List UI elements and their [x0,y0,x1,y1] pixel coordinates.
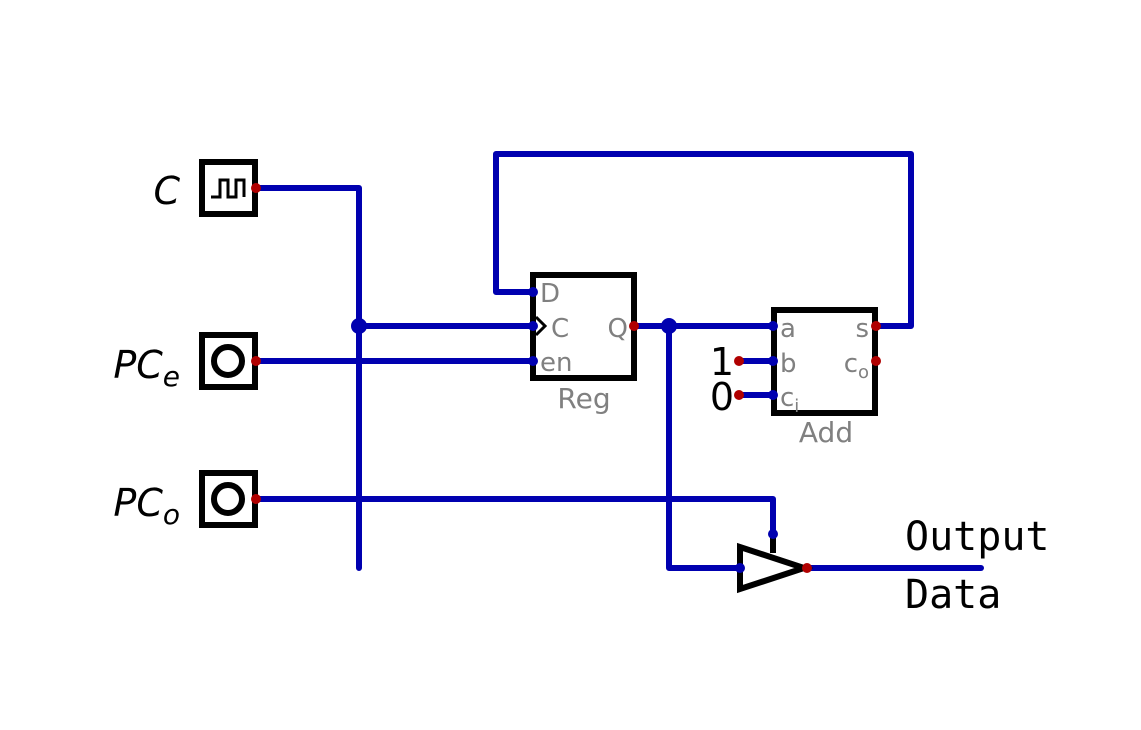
adder-b-label: b [780,349,797,379]
output-label-line1: Output [905,514,1050,560]
pc-enable-output-pin[interactable] [251,356,261,366]
adder-co-label: co [844,349,869,383]
pc-output-label: PCo [113,481,180,531]
register-q-pin[interactable] [629,321,639,331]
adder-label: Add [799,416,853,449]
button-icon [211,344,245,378]
register-q-label: Q [608,314,628,344]
adder-a-label: a [780,314,796,344]
clock-input[interactable] [199,159,261,217]
clock-output-pin[interactable] [251,183,261,193]
wires [253,151,984,571]
adder-s-pin[interactable] [871,321,881,331]
pc-output-input[interactable] [199,470,261,528]
junction-clock [351,318,367,334]
clock-edge-icon [534,315,548,337]
register-en-pin[interactable] [528,356,538,366]
const-one-pin[interactable] [734,356,744,366]
adder-co-pin[interactable] [871,356,881,366]
adder[interactable]: a b ci s co [768,307,881,417]
register-en-label: en [540,348,572,378]
wire-clock[interactable] [253,185,362,571]
wire-q-to-driver[interactable] [666,323,743,571]
driver-output-pin[interactable] [802,563,812,573]
const-zero-pin[interactable] [734,390,744,400]
button-icon [211,482,245,516]
adder-a-pin[interactable] [768,321,778,331]
register[interactable]: D C en Q [528,272,639,381]
register-c-label: C [551,314,569,344]
clock-icon [211,178,246,199]
register-label: Reg [557,382,610,415]
driver-input-pin[interactable] [735,563,745,573]
pc-output-output-pin[interactable] [251,494,261,504]
pc-enable-label: PCe [113,343,180,393]
const-one-label: 1 [710,340,734,384]
pc-enable-button-body[interactable] [199,332,258,390]
driver-enable-pin[interactable] [768,529,778,539]
wire-feedback[interactable] [493,151,914,329]
register-d-pin[interactable] [528,287,538,297]
adder-b-pin[interactable] [768,356,778,366]
output-label-line2: Data [905,572,1001,618]
pc-output-button-body[interactable] [199,470,258,528]
register-d-label: D [540,279,560,309]
pc-enable-input[interactable] [199,332,261,390]
adder-s-label: s [855,314,869,344]
register-c-pin[interactable] [528,321,538,331]
driver-triangle[interactable] [737,542,814,594]
clock-label: C [153,169,180,213]
const-zero-label: 0 [710,375,734,419]
junction-q [661,318,677,334]
tristate-driver[interactable] [735,529,814,594]
adder-ci-label: ci [780,383,799,417]
wire-pco-to-driver[interactable] [253,496,776,537]
adder-ci-pin[interactable] [768,390,778,400]
